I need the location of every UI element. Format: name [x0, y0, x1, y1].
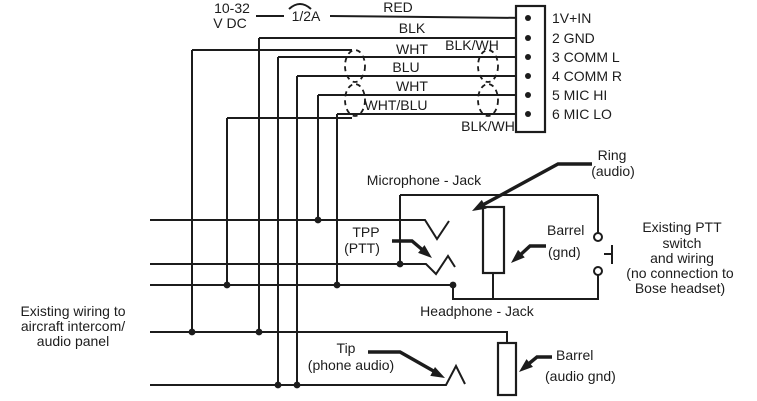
pin-label-5: 5 MIC HI: [552, 87, 607, 103]
shield-drain-top-wire: [191, 49, 352, 332]
mic-barrel-label: Barrel: [547, 222, 584, 238]
red-wire: [329, 15, 528, 19]
panel-note-line2: aircraft intercom/: [21, 318, 125, 334]
tpp-arrowhead-icon: [418, 245, 432, 258]
white-mic-wire: [317, 94, 527, 220]
tpp-sub-label: (PTT): [344, 240, 380, 256]
tip-sub-label: (phone audio): [308, 357, 394, 373]
shield-symbol-right-upper: [477, 49, 499, 83]
blue-wire-label: BLU: [392, 59, 419, 75]
tip-label: Tip: [337, 340, 356, 356]
white-blue-wire-label: WHT/BLU: [365, 97, 428, 113]
panel-note-line1: Existing wiring to: [20, 303, 125, 319]
white1-wire-label: WHT: [396, 41, 428, 57]
red-wire-label: RED: [383, 0, 413, 15]
ring-callout-arrow: [478, 162, 592, 209]
headphone-barrel-arrowhead-icon: [519, 359, 533, 372]
pin-label-6: 6 MIC LO: [552, 106, 612, 122]
ring-label: Ring: [598, 147, 627, 163]
supply-voltage-label: 10-32: [214, 0, 250, 16]
pin-label-2: 2 GND: [552, 30, 595, 46]
junction-dots: [188, 216, 457, 389]
shield-symbol-left-upper: [344, 49, 366, 83]
fuse-arc-icon: [288, 3, 312, 10]
ring-sub-label: (audio): [591, 163, 635, 179]
shield-symbol-left-lower: [344, 83, 366, 117]
ptt-note-line2: switch: [663, 235, 702, 251]
pin-label-4: 4 COMM R: [552, 68, 622, 84]
ptt-note-line1: Existing PTT: [642, 219, 722, 235]
headphone-barrel-sub-label: (audio gnd): [545, 368, 616, 384]
tip-callout-arrow: [368, 350, 438, 375]
black-wire: [258, 37, 527, 332]
mic-jack-barrel: [481, 205, 506, 275]
headphone-jack-title: Headphone - Jack: [420, 303, 535, 319]
mic-barrel-callout-arrow: [516, 244, 546, 259]
headphone-ground-wire: [150, 275, 599, 300]
intercom-wire: [150, 331, 508, 343]
ptt-switch-contact-bottom: [593, 266, 603, 276]
shield-symbol-right-lower: [477, 83, 499, 117]
ptt-note-line4: (no connection to: [626, 265, 734, 281]
shield-drain-bottom-wire: [226, 117, 352, 285]
blue-comm-wire: [296, 75, 527, 385]
fuse-label: 1/2A: [292, 8, 321, 24]
tpp-label: TPP: [352, 224, 379, 240]
shield-top-label: BLK/WH: [445, 37, 499, 53]
white-blue-mic-wire: [336, 113, 527, 285]
ptt-note-line3: and wiring: [650, 250, 714, 266]
shield-bottom-label: BLK/WH: [461, 118, 515, 134]
black-wire-label: BLK: [399, 20, 426, 36]
headphone-barrel: [496, 341, 518, 397]
tip-arrowhead-icon: [430, 367, 445, 378]
mic-barrel-sub-label: (gnd): [548, 244, 581, 260]
mic-ring-wire: [150, 219, 450, 241]
headphone-barrel-label: Barrel: [556, 347, 593, 363]
connector-pin-dots: [525, 15, 531, 117]
ptt-switch-actuator-icon: [604, 245, 613, 264]
connector-block: [514, 4, 547, 134]
pin-label-1: 1V+IN: [552, 10, 591, 26]
mic-tpp-wire: [150, 254, 456, 276]
mic-jack-title: Microphone - Jack: [367, 172, 482, 188]
supply-voltage-unit: V DC: [213, 15, 246, 31]
pin-label-3: 3 COMM L: [552, 49, 620, 65]
ptt-note-line5: Bose headset): [635, 280, 725, 296]
white2-wire-label: WHT: [396, 78, 428, 94]
tpp-callout-arrow: [392, 239, 427, 254]
panel-note-line3: audio panel: [37, 333, 109, 349]
mic-barrel-arrowhead-icon: [511, 249, 525, 263]
ptt-switch-contact-top: [593, 232, 603, 242]
ring-arrowhead-icon: [472, 199, 487, 211]
